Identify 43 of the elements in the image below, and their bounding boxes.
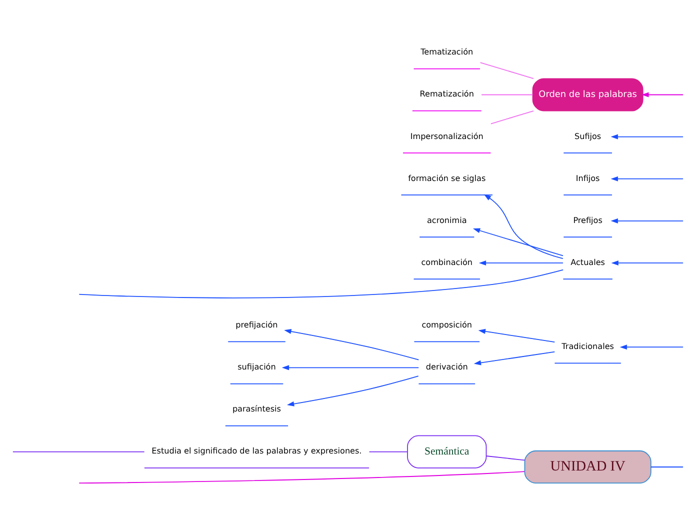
node-text: Impersonalización (410, 132, 484, 141)
node-text: Prefijos (573, 216, 602, 225)
node-text: Actuales (570, 258, 605, 267)
node-text: composición (422, 320, 472, 330)
node-text: combinación (421, 258, 473, 267)
arrow (286, 376, 419, 406)
connector (650, 466, 684, 468)
arrow (610, 218, 684, 224)
connector (486, 456, 526, 461)
connector (481, 94, 534, 96)
arrow (610, 134, 684, 140)
node-text: derivación (426, 362, 468, 372)
arrow (620, 344, 684, 350)
node-text: sufijación (238, 362, 276, 372)
arrow (472, 228, 564, 256)
node-text: Rematización (420, 90, 474, 99)
arrow (642, 92, 684, 98)
node-text: Infijos (576, 174, 600, 183)
arrow (284, 328, 420, 360)
connector (78, 471, 525, 484)
connector (490, 110, 534, 124)
node-text: acronimia (426, 216, 467, 225)
arrow (474, 351, 556, 366)
arrow (282, 365, 420, 370)
connector (368, 451, 408, 452)
arrow (478, 328, 556, 343)
arrow (484, 194, 564, 260)
node-text: Estudia el significado de las palabras y expresiones. (152, 446, 362, 456)
connector (78, 269, 564, 298)
node-box: UNIDAD IV (524, 450, 652, 484)
arrow (611, 260, 684, 266)
node-text: Tematización (420, 48, 474, 57)
arrow (610, 176, 684, 182)
node-text: parasíntesis (232, 404, 281, 414)
node-text: prefijación (236, 320, 278, 330)
node-text: Tradicionales (562, 342, 614, 352)
node-box: Orden de las palabras (532, 78, 644, 112)
connector (12, 451, 145, 452)
arrow (478, 260, 564, 266)
node-text: Sufijos (574, 132, 602, 141)
node-box: Semántica (407, 435, 487, 468)
node-text: formación se siglas (408, 174, 486, 183)
connector (480, 62, 534, 80)
